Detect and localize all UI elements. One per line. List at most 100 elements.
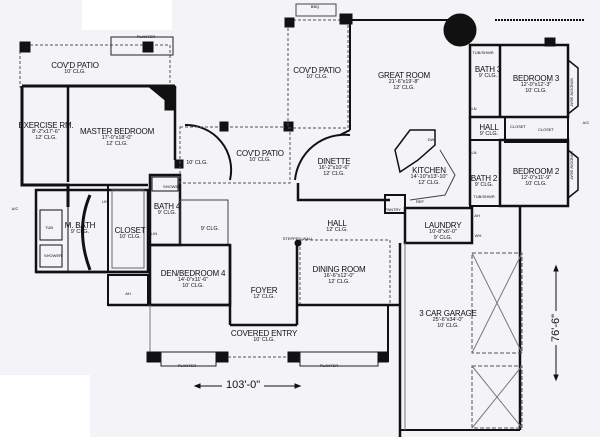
room-ceiling: 9' CLG. xyxy=(70,229,90,236)
fixture-label: TUB xyxy=(45,225,53,230)
room-dims: 16'-6"x12'-0" xyxy=(323,273,355,280)
room-ceiling: 10' CLG. xyxy=(525,181,547,188)
room-name: BATH 2 xyxy=(470,174,498,183)
room-name: CLOSET xyxy=(114,226,146,235)
room-name: EXERCISE RM. xyxy=(18,121,74,130)
fixture-label: WINDOW SEAT xyxy=(569,151,575,180)
room-ceiling: 12' CLG. xyxy=(106,141,128,148)
fixture-label: DW xyxy=(427,137,435,142)
room-ceiling: 12' CLG. xyxy=(35,135,57,142)
fixture-label: STEPPED WALL xyxy=(282,236,314,241)
room-name: BEDROOM 3 xyxy=(512,74,560,83)
room-ceiling: 9' CLG. xyxy=(157,210,177,217)
fixture-label: LIN xyxy=(101,199,109,204)
fixture-label: AH xyxy=(125,291,131,296)
room-ceiling: 12' CLG. xyxy=(328,279,350,286)
room-name: MASTER BEDROOM xyxy=(79,127,155,136)
fixture-label: LN xyxy=(471,150,477,155)
room-ceiling: 12' CLG. xyxy=(323,171,345,178)
room-name: KITCHEN xyxy=(412,166,446,175)
room-dims: 17'-0"x18'-0" xyxy=(101,135,133,142)
fixture-label: WINDOW SEAT xyxy=(569,78,575,107)
room-name: HALL xyxy=(327,219,347,228)
room-name: DEN/BEDROOM 4 xyxy=(160,269,226,278)
room-ceiling: 12' CLG. xyxy=(253,294,275,301)
fixture-label: WH xyxy=(474,233,482,238)
room-dims: 21'-6"x19'-8" xyxy=(388,79,420,86)
fixture-label: PLANTER xyxy=(177,363,197,368)
room-ceiling: 10' CLG. xyxy=(437,323,459,330)
room-ceiling: 10' CLG. xyxy=(186,160,208,166)
room-name: DINETTE xyxy=(317,157,351,166)
room-name: COVERED ENTRY xyxy=(230,329,298,338)
room-label: 9' CLG. xyxy=(200,226,220,233)
room-ceiling: 10' CLG. xyxy=(525,88,547,95)
room-ceiling: 10' CLG. xyxy=(119,234,141,241)
fixture-label: LN xyxy=(471,106,477,111)
fixture-label: REF xyxy=(416,199,424,204)
room-ceiling: 10' CLG. xyxy=(249,157,271,164)
room-name: M. BATH xyxy=(64,221,96,230)
room-dims: 12'-0"x11'-9" xyxy=(520,175,552,182)
fixture-label: CLOSET xyxy=(537,127,555,132)
fixture-label: AH xyxy=(474,213,480,218)
room-ceiling: 10' CLG. xyxy=(306,74,328,81)
fixture-label: TUB/SHWR xyxy=(473,194,495,199)
room-ceiling: 9' CLG. xyxy=(479,131,499,138)
room-dims: 8'-2"x17'-6" xyxy=(32,129,60,136)
room-ceiling: 9' CLG. xyxy=(474,182,494,189)
room-ceiling: 10' CLG. xyxy=(182,283,204,290)
room-label: EXERCISE RM.8'-2"x17'-6"12' CLG. xyxy=(18,121,74,142)
fixture-label: PLANTER xyxy=(319,363,339,368)
room-ceiling: 12' CLG. xyxy=(326,227,348,234)
room-dims: 16'-2"x10'-6" xyxy=(318,165,350,172)
fixture-label: A/C xyxy=(11,206,19,211)
room-ceiling: 9' CLG. xyxy=(200,226,220,232)
room-dims: 10'-8"x6'-0" xyxy=(429,229,457,236)
fixture-label: A/C xyxy=(582,120,590,125)
room-name: FOYER xyxy=(250,286,278,295)
fixture-label: TUB/SHWR xyxy=(472,50,494,55)
room-ceiling: 10' CLG. xyxy=(64,69,86,76)
fixture-label: PLANTER xyxy=(136,34,156,39)
depth-dimension: 76'-6" xyxy=(550,310,562,345)
fixture-label: LIN xyxy=(150,231,158,236)
fixture-label: CLOSET xyxy=(509,124,527,129)
room-ceiling: 12' CLG. xyxy=(418,180,440,187)
room-name: BATH 4 xyxy=(153,202,181,211)
room-ceiling: 9' CLG. xyxy=(433,235,453,242)
room-name: COV'D PATIO xyxy=(293,66,341,75)
room-ceiling: 12' CLG. xyxy=(393,85,415,92)
fixture-label: SHOWER xyxy=(163,184,181,189)
room-label: 10' CLG. xyxy=(186,160,208,167)
room-dims: 25'-6"x34'-0" xyxy=(432,317,464,324)
room-ceiling: 9' CLG. xyxy=(478,73,498,80)
room-dims: 12'-0"x12'-3" xyxy=(520,82,552,89)
room-dims: 14'-0"x11'-6" xyxy=(177,277,209,284)
room-name: BEDROOM 2 xyxy=(512,167,560,176)
room-name: COV'D PATIO xyxy=(51,61,99,70)
